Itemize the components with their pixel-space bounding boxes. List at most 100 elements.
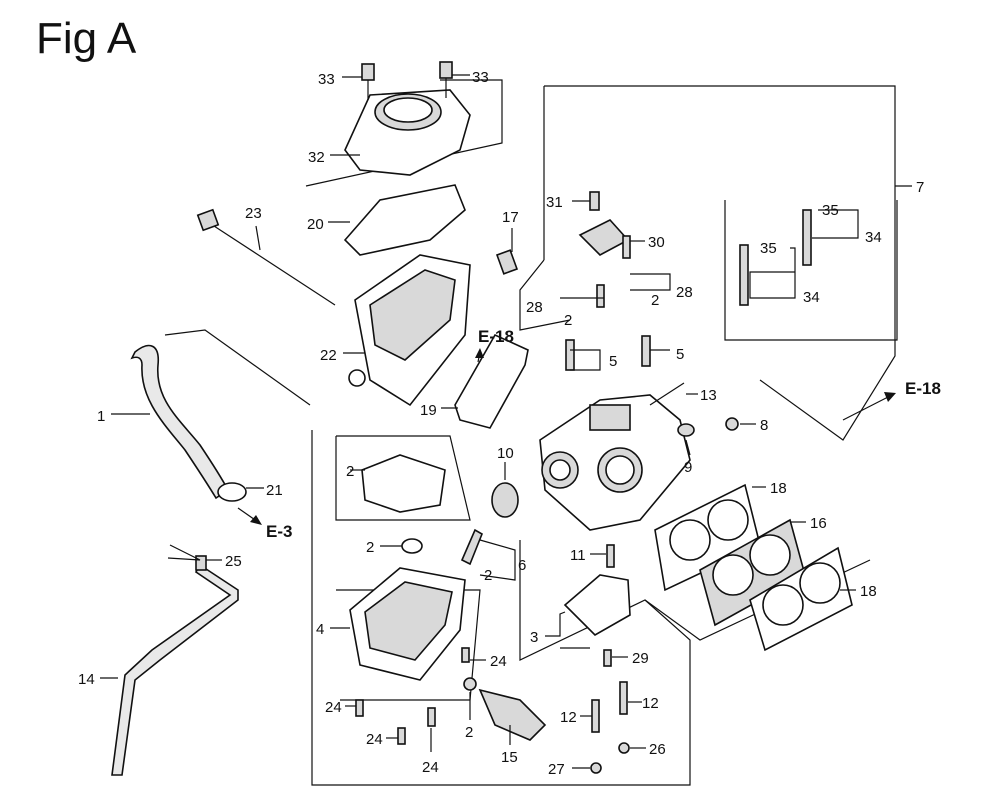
long-bolt: [196, 208, 336, 306]
callout-10: 10: [497, 445, 514, 462]
callout-28-left: 28: [526, 299, 543, 316]
callout-4: 4: [316, 621, 324, 638]
callout-5-left: 5: [609, 353, 617, 370]
spacer-plate: [699, 518, 806, 627]
air-box: [348, 254, 471, 407]
pin-13: [649, 382, 685, 406]
callout-15: 15: [501, 749, 518, 766]
callout-24-d: 24: [422, 759, 439, 776]
washer-27: [590, 762, 602, 774]
callout-31: 31: [546, 194, 563, 211]
hose-clamp: [217, 482, 247, 502]
hose-clip: [195, 555, 207, 571]
jet-5-right: [641, 335, 651, 367]
washer-2: [401, 538, 423, 554]
callout-33-right: 33: [472, 69, 489, 86]
callout-11: 11: [570, 547, 586, 564]
ref-label-e18-upper: E-18: [478, 327, 514, 346]
ref-label-e3: E-3: [266, 522, 292, 541]
o-ring-10: [491, 482, 519, 518]
screw-29: [603, 649, 612, 667]
seal-9: [677, 423, 695, 437]
callout-35-upper: 35: [822, 202, 839, 219]
leader-lines: [100, 74, 912, 769]
callout-2-f: 2: [465, 724, 473, 741]
ref-label-e18-right: E-18: [905, 379, 941, 398]
washer-2-lower: [463, 677, 477, 691]
screw-24-a: [461, 647, 470, 663]
callout-2-e: 2: [484, 567, 492, 584]
callout-28-right: 28: [676, 284, 693, 301]
float-bowl-frame: [311, 430, 691, 786]
jet-kit-frame: [724, 200, 898, 341]
callout-30: 30: [648, 234, 665, 251]
carburetor-body: [539, 394, 691, 531]
intake-gasket: [343, 184, 466, 256]
plate-30: [578, 219, 630, 256]
callout-21: 21: [266, 482, 283, 499]
screw-24-c: [397, 727, 406, 745]
ref-arrow-e18-right: [842, 392, 896, 421]
intake-elbow: [344, 89, 471, 176]
screw-24-d: [427, 707, 436, 727]
spacer-gasket-1: [654, 483, 761, 592]
fuel-hose-14: [111, 563, 239, 776]
callout-8: 8: [760, 417, 768, 434]
gasket-frame: [335, 435, 471, 521]
callout-17: 17: [502, 209, 519, 226]
callout-35-lower: 35: [760, 240, 777, 257]
jet-34-lower: [739, 244, 749, 306]
bolt-33-left: [361, 63, 375, 100]
callout-18-upper: 18: [770, 480, 787, 497]
jet-34-upper: [802, 209, 812, 266]
bolt-33-right: [439, 61, 453, 98]
screw-24-b: [355, 699, 364, 717]
spacer-gasket-2: [749, 546, 853, 652]
carb-group-frame-bottom: [519, 259, 571, 331]
ref-arrow-e18-upper: [475, 348, 484, 363]
fuel-solenoid: [478, 688, 547, 741]
jet-5-left: [565, 339, 575, 371]
screw-28-left: [596, 284, 605, 308]
ref-arrow-e3: [237, 507, 262, 525]
insulator-tab: [495, 249, 519, 275]
carb-gasket: [454, 333, 529, 429]
screw-28-right: [622, 235, 631, 259]
callout-34-upper: 34: [865, 229, 882, 246]
callout-27: 27: [548, 761, 565, 778]
throttle-body: [563, 574, 631, 636]
screw-31: [589, 191, 600, 211]
callout-23: 23: [245, 205, 262, 222]
callout-2-c: 2: [346, 463, 354, 480]
callout-2-d: 2: [366, 539, 374, 556]
callout-19: 19: [420, 402, 437, 419]
callout-18-lower: 18: [860, 583, 877, 600]
callout-16: 16: [810, 515, 827, 532]
float-needle: [460, 528, 484, 566]
callout-7: 7: [916, 179, 924, 196]
fuel-hose-1: [130, 344, 230, 500]
callout-24-c: 24: [366, 731, 383, 748]
washer-26: [618, 742, 630, 754]
callout-1: 1: [97, 408, 105, 425]
callout-20: 20: [307, 216, 324, 233]
bowl-gasket: [361, 454, 446, 513]
screw-12-left: [591, 699, 600, 733]
callout-29: 29: [632, 650, 649, 667]
callout-3: 3: [530, 629, 538, 646]
callout-2-a: 2: [564, 312, 572, 329]
callout-5-right: 5: [676, 346, 684, 363]
callout-9: 9: [684, 459, 692, 476]
hose-frame: [164, 329, 311, 406]
callout-6: 6: [518, 557, 526, 574]
callout-26: 26: [649, 741, 666, 758]
callout-34-lower: 34: [803, 289, 820, 306]
callout-24-b: 24: [325, 699, 342, 716]
callout-25: 25: [225, 553, 242, 570]
screw-12-right: [619, 681, 628, 715]
callout-33-left: 33: [318, 71, 335, 88]
callout-24-a: 24: [490, 653, 507, 670]
callout-13: 13: [700, 387, 717, 404]
